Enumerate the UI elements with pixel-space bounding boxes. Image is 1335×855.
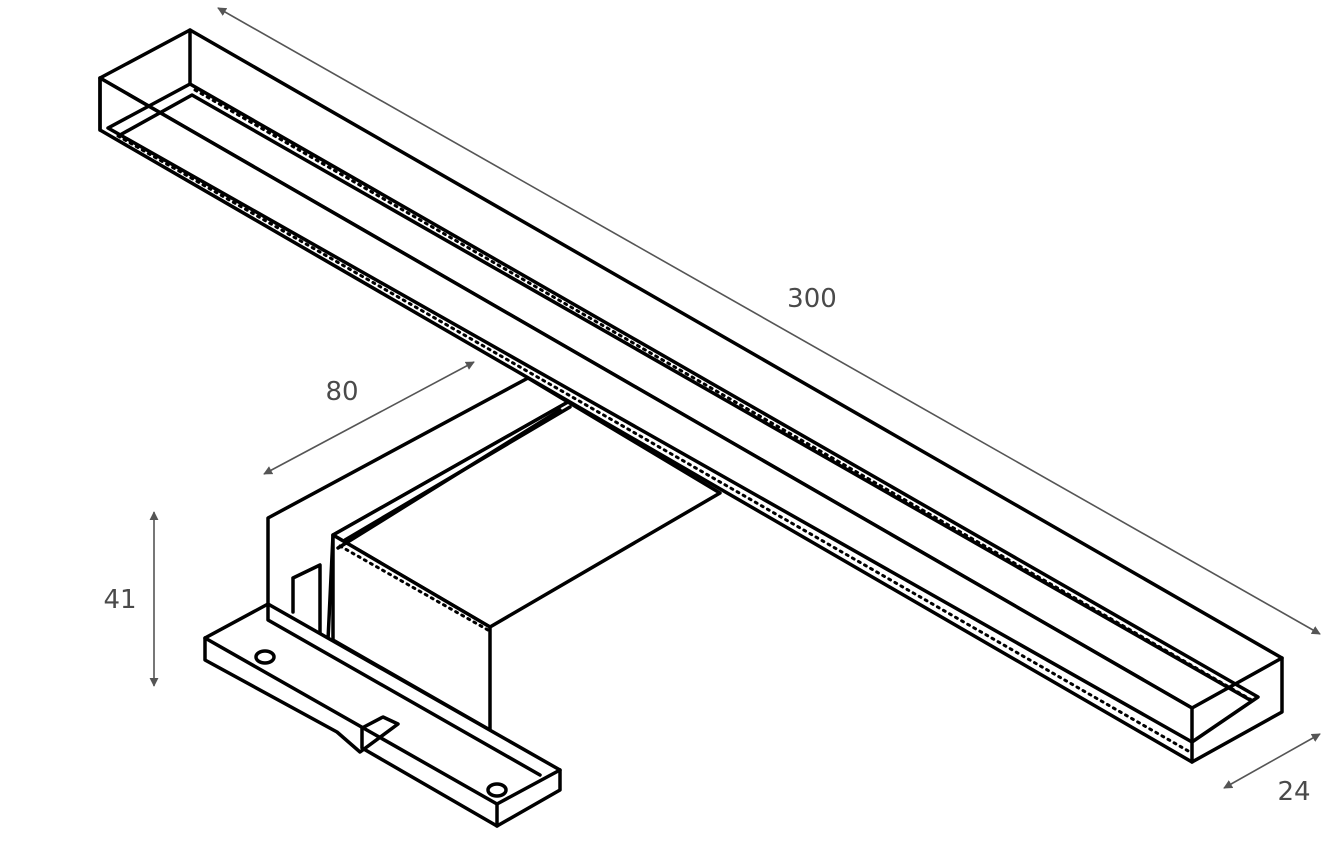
dimension-300: 300 — [217, 7, 1321, 635]
dimension-24: 24 — [1223, 733, 1321, 807]
dimension-label-300: 300 — [787, 284, 837, 314]
dimension-label-41: 41 — [103, 585, 136, 615]
dimension-41: 41 — [103, 511, 159, 687]
dimension-label-80: 80 — [325, 377, 358, 407]
dimension-80: 80 — [263, 361, 475, 475]
screw-hole-right — [486, 782, 508, 798]
screw-hole-left — [254, 649, 276, 665]
dimension-arrow-80 — [263, 361, 475, 475]
dimension-arrow-300 — [217, 7, 1321, 635]
dimension-label-24: 24 — [1277, 777, 1310, 807]
dimension-arrow-24 — [1223, 733, 1321, 789]
